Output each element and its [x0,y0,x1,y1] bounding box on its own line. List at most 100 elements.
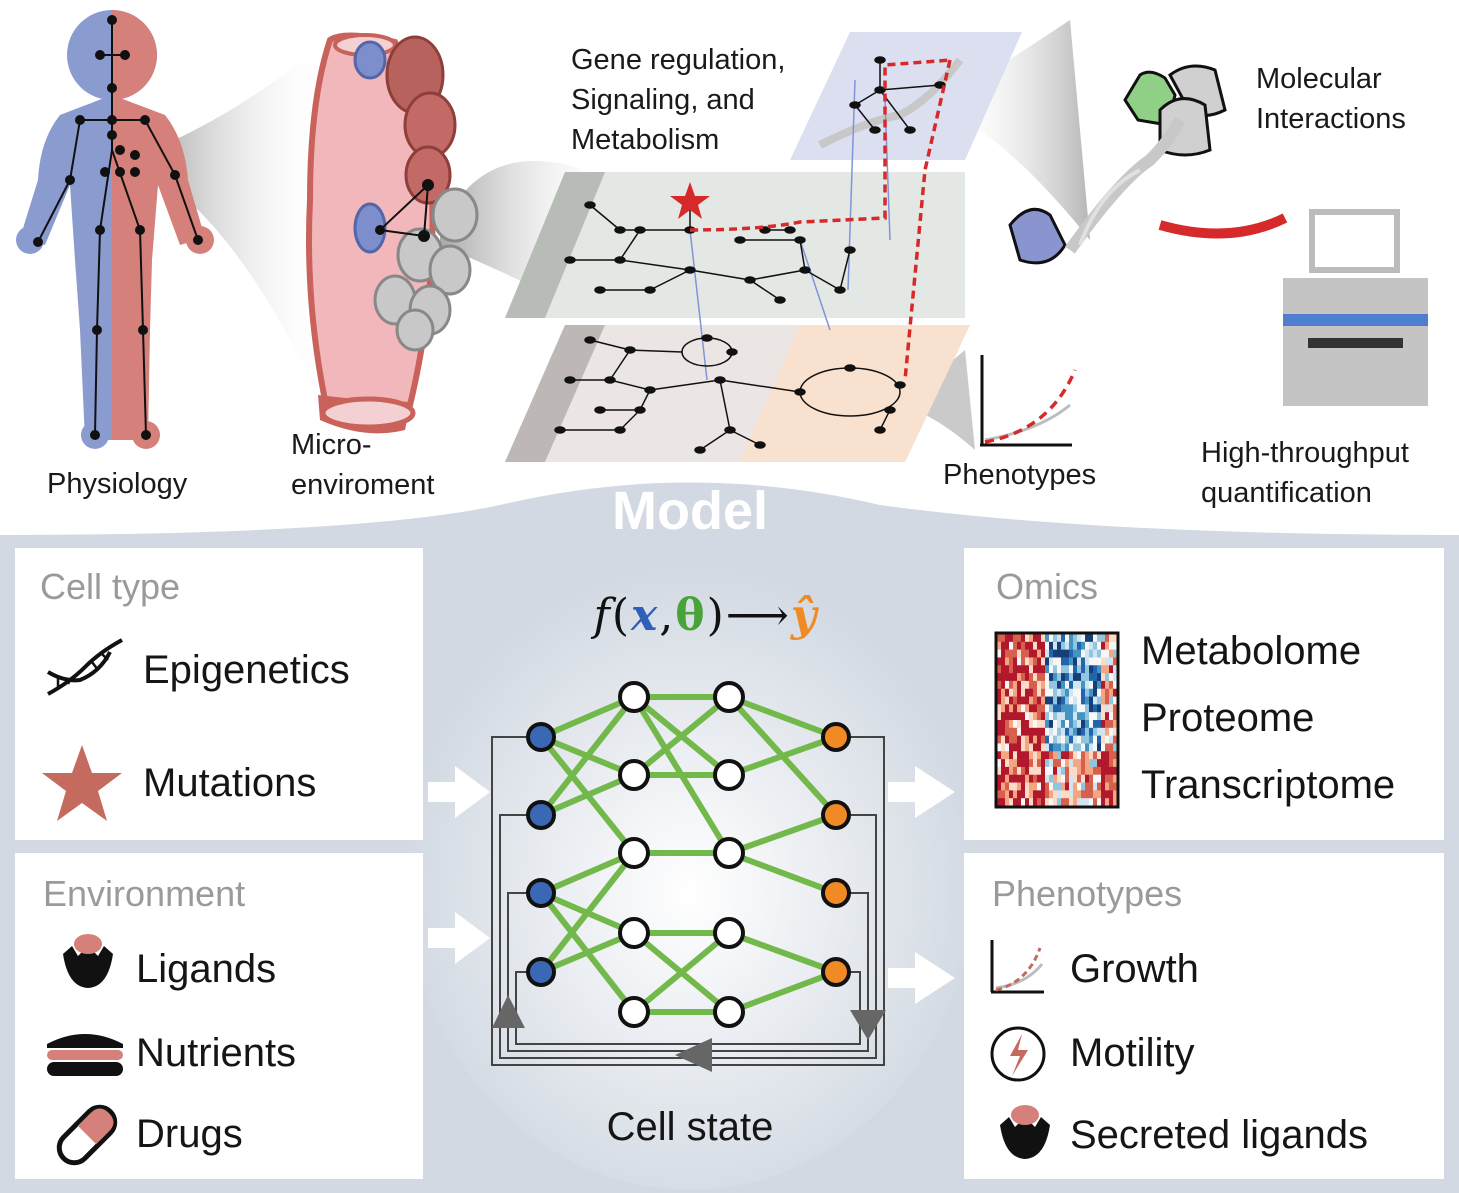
model-title: Model [612,481,768,541]
heatmap-cell [1113,680,1118,690]
heatmap-cell [1013,766,1018,776]
heatmap-cell [1089,696,1094,705]
heatmap-cell [1037,680,1042,690]
heatmap-cell [1065,688,1070,697]
heatmap-cell [1105,720,1110,729]
heatmap-cell [1109,704,1114,713]
heatmap-cell [1001,790,1006,799]
heatmap-cell [1041,727,1046,736]
heatmap-cell [1081,735,1086,744]
heatmap-cell [1081,634,1086,643]
heatmap-cell [1009,712,1014,721]
heatmap-cell [1001,743,1006,752]
heatmap-cell [1029,735,1034,744]
heatmap-cell [1049,759,1054,768]
heatmap-cell [1009,696,1014,705]
heatmap-cell [1041,641,1046,650]
omics-title: Omics [996,566,1098,607]
heatmap-cell [1065,727,1070,736]
formula-x: x [631,589,658,641]
heatmap-cell [1025,688,1030,697]
heatmap-cell [1053,782,1058,791]
nn-edge [727,734,838,778]
heatmap-cell [1097,766,1102,776]
heatmap-cell [1029,759,1034,768]
heatmap-cell [1069,727,1074,736]
heatmap-cell [1101,720,1106,729]
heatmap-cell [1049,634,1054,643]
heatmap-cell [1057,673,1062,682]
nn-edge [539,694,636,740]
heatmap-cell [1005,680,1010,690]
heatmap-cell [1069,680,1074,690]
heatmap-cell [1013,680,1018,690]
heatmap-cell [1065,790,1070,799]
heatmap-cell [1037,665,1042,674]
heatmap-cell [1097,751,1102,760]
heatmap-cell [1029,649,1034,658]
heatmap-cell [1113,759,1118,768]
heatmap-cell [1049,774,1054,783]
heatmap-cell [1013,798,1018,807]
heatmap-cell [1093,680,1098,690]
heatmap-cell [1085,680,1090,690]
formula-f: f [593,589,610,641]
heatmap-cell [1113,704,1118,713]
heatmap-cell [1005,712,1010,721]
heatmap-cell [1113,798,1118,807]
heatmap-cell [1061,688,1066,697]
heatmap-cell [1101,634,1106,643]
heatmap-cell [1057,727,1062,736]
heatmap-cell [1061,782,1066,791]
heatmap-cell [1089,751,1094,760]
heatmap-cell [1081,751,1086,760]
heatmap-cell [1009,727,1014,736]
heatmap-cell [1021,634,1026,643]
heatmap-cell [1009,751,1014,760]
heatmap-cell [1113,649,1118,658]
heatmap-cell [1009,673,1014,682]
heatmap-cell [1069,759,1074,768]
heatmap-cell [1033,696,1038,705]
heatmap-cell [1101,751,1106,760]
heatmap-cell [1045,720,1050,729]
heatmap-cell [1057,774,1062,783]
heatmap-cell [1041,673,1046,682]
heatmap-cell [1109,665,1114,674]
heatmap-cell [1109,720,1114,729]
heatmap-cell [1081,704,1086,713]
heatmap-cell [1017,735,1022,744]
formula-theta: θ [675,589,705,641]
heatmap-cell [1005,649,1010,658]
heatmap-cell [1113,790,1118,799]
heatmap-cell [1025,649,1030,658]
heatmap-cell [1013,657,1018,666]
nn-input-node [526,957,556,987]
heatmap-cell [1045,680,1050,690]
heatmap-cell [1033,688,1038,697]
heatmap-cell [1037,774,1042,783]
heatmap-cell [1097,735,1102,744]
heatmap-cell [1041,743,1046,752]
heatmap-cell [1085,759,1090,768]
heatmap-cell [1049,782,1054,791]
heatmap-cell [1005,759,1010,768]
heatmap-cell [1009,774,1014,783]
heatmap-cell [1001,782,1006,791]
heatmap-cell [997,712,1002,721]
heatmap-cell [1073,657,1078,666]
nn-edge [538,851,637,974]
heatmap-cell [1101,649,1106,658]
heatmap-cell [1025,790,1030,799]
heatmap-cell [1013,712,1018,721]
heatmap-cell [1097,657,1102,666]
heatmap-cell [1041,696,1046,705]
heatmap-cell [1049,673,1054,682]
heatmap-cell [1045,712,1050,721]
heatmap-cell [1033,743,1038,752]
heatmap-cell [1109,641,1114,650]
heatmap-cell [1029,673,1034,682]
heatmap-cell [1001,735,1006,744]
heatmap-cell [1017,649,1022,658]
